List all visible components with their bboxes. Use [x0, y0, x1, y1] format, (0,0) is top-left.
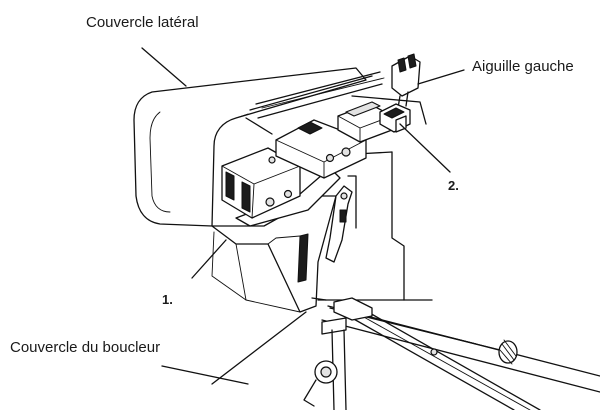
- callout-1: 1.: [162, 292, 173, 307]
- label-side-cover: Couvercle latéral: [86, 14, 199, 31]
- needle-plate: [255, 71, 427, 125]
- looper-cover: [211, 195, 337, 313]
- leader-left-needle: [417, 69, 465, 85]
- side-cover: [133, 67, 367, 227]
- lower-mechanism: [303, 297, 600, 410]
- leader-lines: [141, 47, 465, 385]
- leader-callout-1: [191, 239, 227, 279]
- callout-2: 2.: [448, 178, 459, 193]
- presser-foot-assembly: [221, 101, 393, 263]
- leader-callout-2: [399, 123, 451, 173]
- machine-body: [245, 75, 405, 301]
- leader-looper-cover: [161, 365, 249, 385]
- label-looper-cover: Couvercle du boucleur: [10, 339, 160, 356]
- leader-side-cover: [141, 47, 187, 87]
- label-left-needle: Aiguille gauche: [472, 58, 574, 75]
- left-needle: [379, 53, 421, 133]
